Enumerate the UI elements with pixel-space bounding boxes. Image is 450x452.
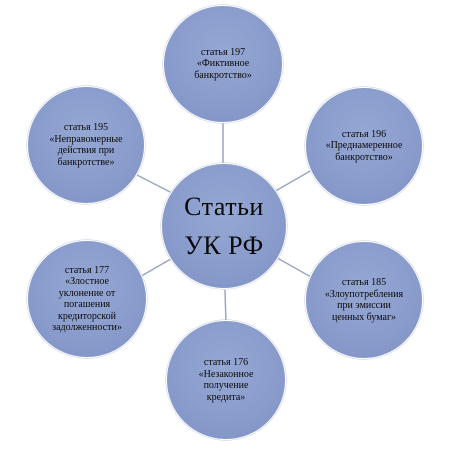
node-article-185: статья 185 «Злоупотребления при эмиссии … — [305, 241, 423, 359]
connector-195 — [136, 174, 175, 195]
node-label: статья 196 «Преднамеренное банкротство» — [325, 128, 403, 163]
connector-176 — [224, 289, 227, 325]
node-label: статья 185 «Злоупотребления при эмиссии … — [324, 277, 404, 323]
center-label: Статьи УК РФ — [184, 192, 264, 260]
connector-196 — [271, 169, 313, 194]
node-label: статья 176 «Незаконное получение кредита… — [198, 357, 254, 403]
node-article-196: статья 196 «Преднамеренное банкротство» — [305, 87, 423, 205]
node-label: статья 177 «Злостное уклонение от погаше… — [52, 264, 122, 334]
node-article-176: статья 176 «Незаконное получение кредита… — [166, 320, 286, 440]
center-node-uk-rf: Статьи УК РФ — [161, 163, 287, 289]
connector-185 — [271, 254, 312, 278]
node-article-177: статья 177 «Злостное уклонение от погаше… — [27, 240, 147, 358]
node-label: статья 195 «Неправомерные действия при б… — [49, 122, 123, 168]
node-article-195: статья 195 «Неправомерные действия при б… — [27, 86, 145, 204]
node-label: статья 197 «Фиктивное банкротство» — [194, 46, 252, 81]
node-article-197: статья 197 «Фиктивное банкротство» — [163, 5, 283, 123]
